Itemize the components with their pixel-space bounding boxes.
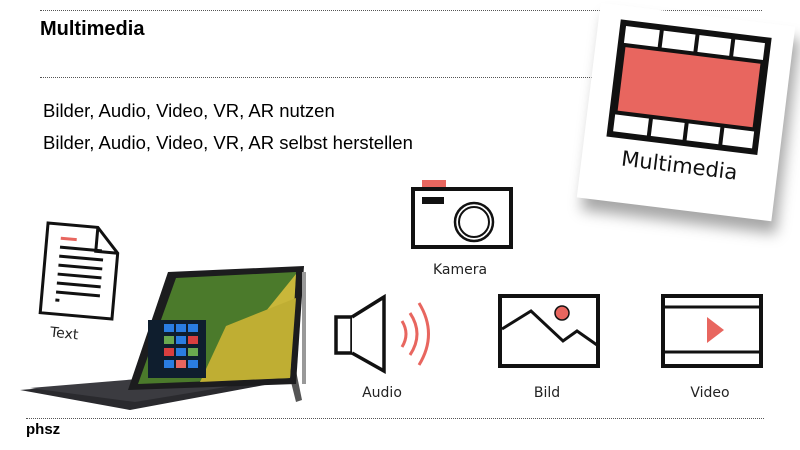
footer-divider xyxy=(26,418,764,419)
image-icon xyxy=(498,294,600,368)
bullet-list: Bilder, Audio, Video, VR, AR nutzen Bild… xyxy=(43,95,413,159)
bullet-item: Bilder, Audio, Video, VR, AR selbst hers… xyxy=(43,132,413,153)
video-label: Video xyxy=(690,385,730,401)
page-title: Multimedia xyxy=(40,18,145,40)
video-icon xyxy=(661,294,763,368)
camera-icon xyxy=(411,180,513,249)
multimedia-card: Multimedia xyxy=(576,2,796,222)
document-icon xyxy=(38,221,120,321)
tablet-laptop-image xyxy=(20,266,306,410)
top-divider xyxy=(40,10,762,11)
image-label: Bild xyxy=(533,385,561,401)
audio-label: Audio xyxy=(362,385,402,401)
footer-logo: phsz xyxy=(26,421,61,438)
title-divider xyxy=(40,77,600,78)
bullet-item: Bilder, Audio, Video, VR, AR nutzen xyxy=(43,100,335,121)
film-strip-icon xyxy=(606,19,772,156)
speaker-icon xyxy=(334,293,430,374)
camera-label: Kamera xyxy=(432,262,488,278)
